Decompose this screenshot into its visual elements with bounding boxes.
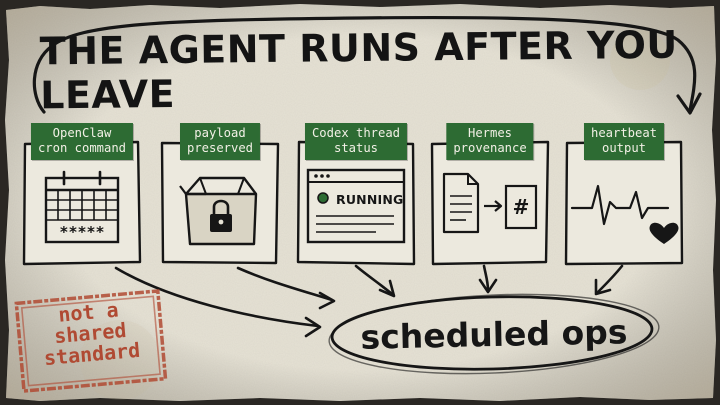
hub-label: scheduled ops — [360, 311, 628, 357]
card-codex-thread-status: Codex thread status RUNNING — [296, 123, 416, 266]
card-label: payload preserved — [179, 123, 261, 160]
heartbeat-icon — [570, 184, 679, 244]
locked-box-icon — [179, 176, 258, 246]
status-window-icon — [306, 168, 406, 244]
card-payload-preserved: payload preserved — [160, 123, 280, 266]
card-label: OpenClaw cron command — [30, 123, 134, 160]
not-a-shared-standard-stamp: not a shared standard — [12, 288, 170, 397]
card-openclaw-cron: OpenClaw cron command ***** — [22, 123, 142, 266]
stamp-border — [14, 289, 168, 393]
masked-value: ***** — [59, 223, 104, 241]
card-heartbeat-output: heartbeat output — [564, 123, 684, 266]
hash-symbol: # — [513, 195, 530, 219]
card-label: Hermes provenance — [446, 123, 534, 160]
stamp-text: not a shared standard — [13, 296, 168, 372]
card-hermes-provenance: Hermes provenance # — [430, 123, 550, 266]
document-to-hash-icon: # — [442, 172, 538, 234]
status-running-text: RUNNING — [336, 192, 404, 207]
calendar-icon: ***** — [44, 170, 120, 244]
card-label: heartbeat output — [583, 123, 665, 160]
card-label: Codex thread status — [304, 123, 408, 160]
